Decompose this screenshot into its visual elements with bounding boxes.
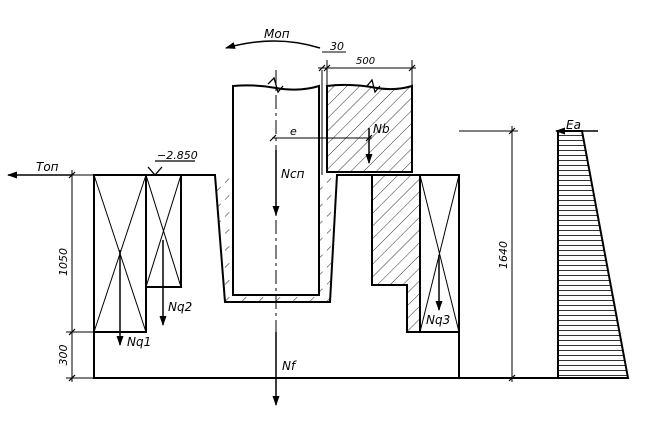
label-ncol: Nсп — [281, 167, 305, 181]
label-dim-500: 500 — [356, 56, 375, 67]
label-top: Tоп — [36, 160, 59, 174]
label-nb: Nb — [373, 122, 390, 136]
label-ng1: Nq1 — [127, 335, 151, 349]
label-dim-300: 300 — [57, 345, 70, 366]
label-ea: Eа — [566, 118, 581, 132]
panel-break — [366, 78, 381, 94]
label-ng3: Nq3 — [426, 313, 450, 327]
label-moment: Mоп — [264, 27, 290, 41]
label-nf: Nf — [282, 359, 297, 373]
moment-arc — [225, 40, 321, 49]
socket-walls — [215, 175, 337, 302]
pressure-diagram — [557, 130, 630, 379]
column-break — [267, 76, 284, 94]
right-fill — [371, 174, 421, 333]
label-level: −2.850 — [157, 149, 198, 162]
level-mark — [147, 160, 195, 176]
label-e: e — [290, 125, 297, 138]
label-ng2: Nq2 — [168, 300, 192, 314]
label-dim-30: 30 — [330, 40, 344, 53]
label-dim-1640: 1640 — [497, 241, 510, 269]
label-dim-1050: 1050 — [57, 248, 70, 276]
